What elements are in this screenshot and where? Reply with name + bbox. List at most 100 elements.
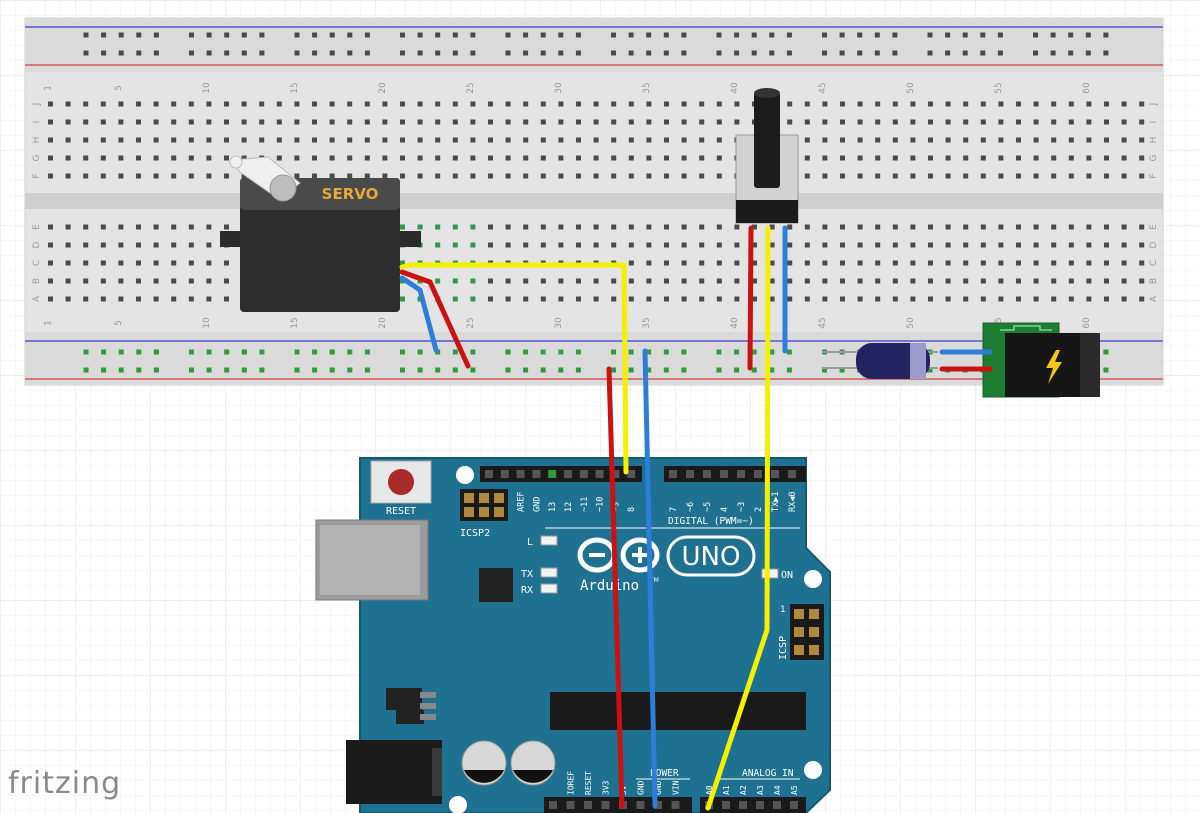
breadboard-hole[interactable]: [294, 173, 300, 179]
breadboard-hole[interactable]: [892, 296, 898, 302]
breadboard-hole[interactable]: [136, 260, 141, 266]
header-pin[interactable]: [788, 470, 796, 478]
breadboard-hole[interactable]: [523, 155, 529, 161]
breadboard-hole[interactable]: [576, 278, 581, 284]
breadboard-hole[interactable]: [611, 173, 617, 179]
rail-hole[interactable]: [575, 32, 581, 38]
breadboard-hole[interactable]: [681, 224, 687, 230]
rail-hole[interactable]: [980, 50, 986, 56]
breadboard-hole[interactable]: [857, 137, 863, 143]
rail-hole[interactable]: [575, 367, 581, 373]
breadboard-hole[interactable]: [980, 224, 986, 230]
breadboard-hole[interactable]: [716, 224, 722, 230]
breadboard-hole[interactable]: [188, 155, 194, 161]
breadboard-hole[interactable]: [980, 278, 986, 284]
rail-hole[interactable]: [347, 367, 353, 373]
breadboard-hole[interactable]: [100, 137, 106, 143]
breadboard-hole[interactable]: [294, 101, 300, 107]
breadboard-hole[interactable]: [1051, 119, 1057, 125]
breadboard-hole[interactable]: [452, 224, 458, 230]
breadboard-hole[interactable]: [171, 155, 177, 161]
breadboard-hole[interactable]: [875, 101, 881, 107]
breadboard-hole[interactable]: [294, 137, 300, 143]
breadboard-hole[interactable]: [963, 119, 969, 125]
dc-jack-module[interactable]: [982, 322, 1100, 398]
breadboard-hole[interactable]: [875, 242, 881, 248]
rail-hole[interactable]: [312, 349, 318, 355]
breadboard-hole[interactable]: [48, 278, 53, 284]
breadboard-hole[interactable]: [540, 137, 546, 143]
breadboard-hole[interactable]: [787, 242, 793, 248]
breadboard-hole[interactable]: [558, 278, 564, 284]
breadboard-hole[interactable]: [118, 242, 124, 248]
breadboard-hole[interactable]: [65, 224, 71, 230]
breadboard-hole[interactable]: [136, 155, 141, 161]
breadboard-hole[interactable]: [65, 119, 71, 125]
breadboard-hole[interactable]: [206, 173, 212, 179]
breadboard-hole[interactable]: [681, 242, 687, 248]
breadboard-hole[interactable]: [470, 101, 476, 107]
breadboard-hole[interactable]: [804, 119, 810, 125]
breadboard-hole[interactable]: [840, 137, 845, 143]
breadboard-hole[interactable]: [400, 224, 405, 230]
breadboard-hole[interactable]: [980, 242, 986, 248]
breadboard-hole[interactable]: [488, 173, 493, 179]
breadboard-hole[interactable]: [206, 119, 212, 125]
rail-hole[interactable]: [769, 367, 775, 373]
header-pin[interactable]: [722, 801, 730, 809]
breadboard-hole[interactable]: [1139, 260, 1145, 266]
breadboard-hole[interactable]: [1104, 242, 1109, 248]
rail-hole[interactable]: [452, 349, 458, 355]
breadboard-hole[interactable]: [945, 278, 951, 284]
header-pin[interactable]: [549, 801, 557, 809]
breadboard-hole[interactable]: [329, 155, 335, 161]
breadboard-hole[interactable]: [1016, 224, 1021, 230]
breadboard-hole[interactable]: [206, 101, 212, 107]
breadboard-hole[interactable]: [1121, 242, 1127, 248]
breadboard-hole[interactable]: [276, 155, 282, 161]
breadboard-hole[interactable]: [928, 242, 933, 248]
rail-hole[interactable]: [470, 50, 476, 56]
breadboard-hole[interactable]: [1104, 173, 1109, 179]
rail-hole[interactable]: [224, 32, 230, 38]
breadboard-hole[interactable]: [417, 224, 423, 230]
breadboard-hole[interactable]: [153, 278, 159, 284]
breadboard-hole[interactable]: [1033, 242, 1039, 248]
analog-header[interactable]: [700, 797, 806, 813]
breadboard-hole[interactable]: [1068, 296, 1074, 302]
rail-hole[interactable]: [681, 32, 687, 38]
breadboard-hole[interactable]: [1051, 173, 1057, 179]
rail-hole[interactable]: [347, 50, 353, 56]
breadboard-hole[interactable]: [980, 155, 986, 161]
breadboard-hole[interactable]: [83, 137, 89, 143]
rail-hole[interactable]: [259, 349, 265, 355]
rail-hole[interactable]: [435, 32, 441, 38]
breadboard-hole[interactable]: [1104, 101, 1109, 107]
breadboard-hole[interactable]: [1068, 242, 1074, 248]
breadboard-hole[interactable]: [875, 224, 881, 230]
breadboard-hole[interactable]: [400, 119, 405, 125]
breadboard-hole[interactable]: [1121, 260, 1127, 266]
breadboard-hole[interactable]: [681, 101, 687, 107]
breadboard-hole[interactable]: [892, 224, 898, 230]
rail-hole[interactable]: [153, 50, 159, 56]
breadboard-hole[interactable]: [329, 101, 335, 107]
breadboard-hole[interactable]: [752, 224, 757, 230]
breadboard-hole[interactable]: [611, 242, 617, 248]
breadboard-hole[interactable]: [347, 137, 353, 143]
rail-hole[interactable]: [224, 367, 230, 373]
breadboard-hole[interactable]: [241, 137, 247, 143]
rail-hole[interactable]: [997, 50, 1003, 56]
breadboard-hole[interactable]: [1086, 260, 1092, 266]
rail-hole[interactable]: [540, 32, 546, 38]
breadboard-hole[interactable]: [65, 137, 71, 143]
breadboard-hole[interactable]: [188, 224, 194, 230]
header-pin[interactable]: [754, 470, 762, 478]
header-pin[interactable]: [790, 801, 798, 809]
breadboard-hole[interactable]: [611, 119, 617, 125]
rail-hole[interactable]: [101, 50, 107, 56]
breadboard-hole[interactable]: [892, 101, 898, 107]
breadboard-hole[interactable]: [83, 119, 89, 125]
breadboard-hole[interactable]: [822, 260, 828, 266]
rail-hole[interactable]: [470, 349, 476, 355]
